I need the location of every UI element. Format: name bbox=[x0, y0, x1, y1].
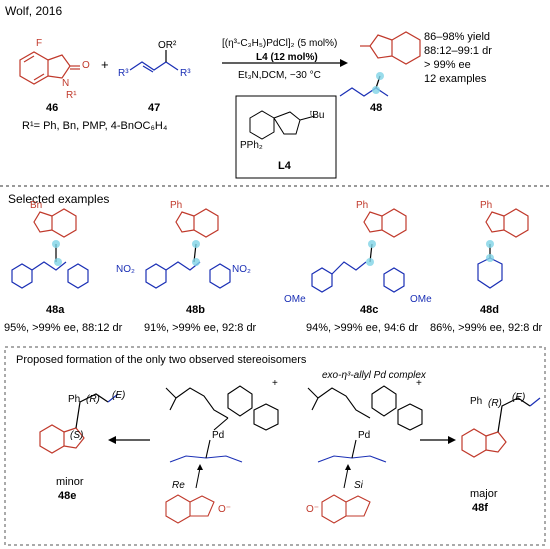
product-48f-structure bbox=[461, 397, 541, 458]
compound-46-structure bbox=[19, 51, 80, 85]
face-re: Re bbox=[172, 480, 185, 491]
example-48b-label: 48b bbox=[186, 304, 205, 316]
atom-r3-right: R³ bbox=[180, 68, 191, 79]
example-48d-label: 48d bbox=[480, 304, 499, 316]
atom-or2: OR² bbox=[158, 40, 177, 51]
result-dr: 88:12–99:1 dr bbox=[424, 45, 492, 57]
major-ph: Ph bbox=[470, 396, 483, 407]
compound-48-structure bbox=[360, 31, 421, 65]
selected-heading: Selected examples bbox=[8, 192, 110, 206]
example-48b-nsub: Ph bbox=[170, 200, 183, 211]
citation: Wolf, 2016 bbox=[5, 4, 63, 18]
example-48b-stats: 91%, >99% ee, 92:8 dr bbox=[144, 322, 257, 334]
atom-f-46: F bbox=[36, 38, 43, 49]
product-48e-structure bbox=[39, 393, 119, 454]
mechanism-title: Proposed formation of the only two obser… bbox=[16, 354, 307, 366]
enolate-o-left: O⁻ bbox=[218, 504, 232, 515]
minor-label: minor bbox=[56, 476, 84, 488]
condition-ligand: L4 (12 mol%) bbox=[256, 52, 318, 63]
face-si: Si bbox=[354, 480, 363, 491]
atom-n-46: N bbox=[62, 78, 70, 89]
charge-left: + bbox=[272, 378, 278, 389]
major-stereo-r: (R) bbox=[488, 398, 502, 409]
enolate-o-right: O⁻ bbox=[306, 504, 320, 515]
example-48c-ome-left: OMe bbox=[284, 294, 306, 305]
r1-definition: R¹= Ph, Bn, PMP, 4-BnOC₆H₄ bbox=[22, 120, 168, 132]
pd-complex-right bbox=[307, 385, 423, 524]
example-48b-structure bbox=[145, 208, 231, 289]
condition-catalyst: [(η³-C₃H₅)PdCl]₂ (5 mol%) bbox=[222, 38, 338, 49]
result-ee: > 99% ee bbox=[424, 59, 471, 71]
example-48a-nsub: Bn bbox=[30, 200, 43, 211]
condition-base-solvent: Et₃N,DCM, −30 °C bbox=[238, 70, 321, 81]
minor-id: 48e bbox=[58, 490, 77, 502]
minor-stereo-s: (S) bbox=[70, 430, 84, 441]
major-stereo-e: (E) bbox=[512, 392, 526, 403]
example-48c-label: 48c bbox=[360, 304, 379, 316]
pd-left: Pd bbox=[212, 430, 225, 441]
ligand-pph2: PPh₂ bbox=[240, 140, 263, 151]
example-48c-ome-right: OMe bbox=[410, 294, 432, 305]
pd-right: Pd bbox=[358, 430, 371, 441]
example-48b-no2-right: NO₂ bbox=[232, 264, 251, 275]
example-48d-structure bbox=[477, 208, 529, 289]
minor-stereo-e: (E) bbox=[112, 390, 126, 401]
minor-ph: Ph bbox=[68, 394, 81, 405]
example-48c-stats: 94%, >99% ee, 94:6 dr bbox=[306, 322, 419, 334]
compound-47-structure bbox=[129, 50, 179, 73]
result-yield: 86–98% yield bbox=[424, 31, 491, 43]
mechanism-box bbox=[4, 346, 546, 546]
charge-right: + bbox=[416, 378, 422, 389]
ligand-box bbox=[235, 95, 337, 179]
example-48d-nsub: Ph bbox=[480, 200, 493, 211]
major-id: 48f bbox=[472, 502, 488, 514]
example-48a-stats: 95%, >99% ee, 88:12 dr bbox=[4, 322, 123, 334]
plus-sign: + bbox=[101, 57, 109, 72]
minor-stereo-r: (R) bbox=[86, 394, 100, 405]
pd-complex-left bbox=[165, 385, 279, 524]
example-48d-stats: 86%, >99% ee, 92:8 dr bbox=[430, 322, 543, 334]
example-48c-nsub: Ph bbox=[356, 200, 369, 211]
example-48b-no2-left: NO₂ bbox=[116, 264, 135, 275]
example-48a-structure bbox=[11, 208, 89, 289]
major-label: major bbox=[470, 488, 498, 500]
ligand-tbu: ᵗBu bbox=[310, 110, 325, 121]
results-block: 86–98% yield 88:12–99:1 dr > 99% ee 12 e… bbox=[424, 30, 492, 86]
compound-46-label: 46 bbox=[46, 102, 59, 114]
example-48a-label: 48a bbox=[46, 304, 65, 316]
compound-48-label: 48 bbox=[370, 102, 383, 114]
complex-label: exo-η³-allyl Pd complex bbox=[322, 370, 426, 381]
compound-47-label: 47 bbox=[148, 102, 161, 114]
atom-o-46: O bbox=[82, 60, 90, 71]
atom-r1-46: R¹ bbox=[66, 90, 77, 101]
example-48c-structure bbox=[311, 208, 407, 293]
ligand-label: L4 bbox=[278, 160, 291, 172]
atom-r3-left: R³ bbox=[118, 68, 129, 79]
result-examples: 12 examples bbox=[424, 73, 487, 85]
